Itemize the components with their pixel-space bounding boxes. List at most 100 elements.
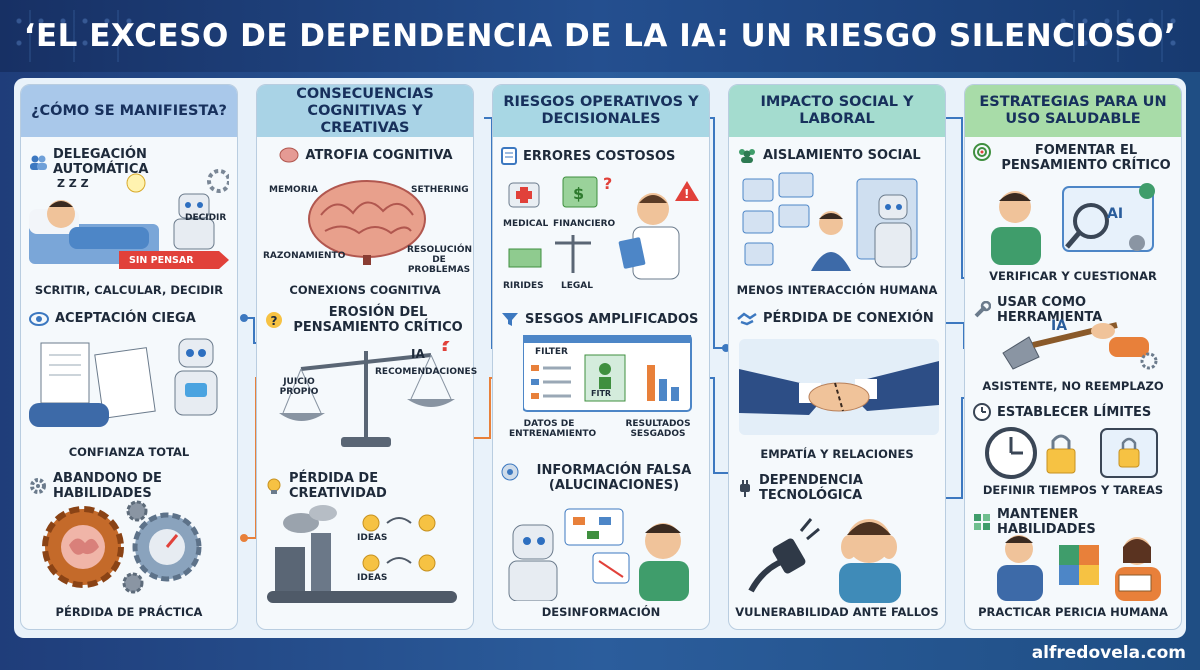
clock-icon (973, 403, 991, 421)
target-icon (973, 143, 991, 161)
ia-tool-label: IA (1051, 318, 1068, 334)
sin-pensar-banner: SIN PENSAR (129, 255, 194, 266)
ai-head-icon (501, 463, 519, 481)
costly-errors-illustration: $ ? ! (508, 174, 699, 280)
section-caption: VERIFICAR Y CUESTIONAR (989, 269, 1157, 283)
section-caption: PRACTICAR PERICIA HUMANA (978, 605, 1168, 619)
column-manifestation: ¿CÓMO SE MANIFIESTA? DELEGACIÓN AUTOMÁTI… (20, 84, 238, 630)
column-header: RIESGOS OPERATIVOS Y DECISIONALES (493, 85, 709, 137)
section-title-delegation: DELEGACIÓN AUTOMÁTICA (29, 147, 231, 177)
resolucion-label: RESOLUCIÓN DE PROBLEMAS (407, 245, 473, 275)
column-social-impact: IMPACTO SOCIAL Y LABORAL AISLAMIENTO SOC… (728, 84, 946, 630)
section-title-text: EROSIÓN DEL PENSAMIENTO CRÍTICO (293, 305, 463, 335)
brain-icon (279, 147, 299, 163)
fitr-label: FITR (591, 389, 612, 398)
biased-data-dashboard-illustration (523, 335, 692, 412)
decidir-label: DECIDIR (185, 213, 227, 223)
datos-label: DATOS DE ENTRENAMIENTO (509, 419, 597, 439)
section-title-critical-thinking-strategy: FOMENTAR EL PENSAMIENTO CRÍTICO (973, 143, 1175, 173)
section-caption: DEFINIR TIEMPOS Y TAREAS (982, 483, 1164, 497)
financiero-label: FINANCIERO (553, 219, 616, 229)
recomendaciones-label: RECOMENDACIONES (375, 367, 478, 377)
documents-robot-illustration (29, 338, 218, 427)
ideas-label: IDEAS (357, 533, 388, 543)
section-title-hallucinations: INFORMACIÓN FALSA (ALUCINACIONES) (501, 463, 703, 493)
legal-label: LEGAL (561, 281, 593, 291)
section-title-text: DELEGACIÓN AUTOMÁTICA (53, 147, 149, 177)
svg-text:?: ? (439, 341, 452, 357)
people-practicing-illustration (997, 535, 1161, 601)
section-title-skill-abandonment: ABANDONO DE HABILIDADES (29, 471, 231, 501)
section-title-text: ACEPTACIÓN CIEGA (55, 311, 196, 326)
section-title-text: USAR COMO HERRAMIENTA (997, 295, 1103, 325)
section-title-text: ABANDONO DE HABILIDADES (53, 471, 162, 501)
column-strategies: ESTRATEGIAS PARA UN USO SALUDABLE FOMENT… (964, 84, 1182, 630)
section-caption: MENOS INTERACCIÓN HUMANA (736, 283, 938, 297)
column-header: IMPACTO SOCIAL Y LABORAL (729, 85, 945, 137)
group-icon (737, 147, 757, 163)
section-caption: EMPATÍA Y RELACIONES (760, 447, 914, 461)
site-link[interactable]: alfredovela.com (1031, 643, 1186, 663)
filter-icon (501, 311, 519, 327)
column-consequences: CONSECUENCIAS COGNITIVAS Y CREATIVAS ATR… (256, 84, 478, 630)
section-title-social-isolation: AISLAMIENTO SOCIAL (737, 147, 939, 163)
plug-icon (737, 479, 753, 497)
section-title-creativity-loss: PÉRDIDA DE CREATIVIDAD (265, 471, 467, 501)
section-title-use-as-tool: USAR COMO HERRAMIENTA (973, 295, 1175, 325)
handshake-icon (737, 311, 757, 326)
brain-illustration (308, 180, 426, 265)
ia-label: IA (411, 347, 425, 361)
section-title-text: PÉRDIDA DE CONEXIÓN (763, 311, 934, 326)
rusty-gears-brain-illustration (42, 500, 202, 594)
section-caption: CONFIANZA TOTAL (68, 445, 190, 459)
people-icon (29, 154, 47, 170)
section-title-text: ERRORES COSTOSOS (523, 148, 676, 164)
section-title-text: SESGOS AMPLIFICADOS (525, 311, 699, 327)
section-caption: ASISTENTE, NO REEMPLAZO (982, 379, 1164, 393)
section-title-blind-acceptance: ACEPTACIÓN CIEGA (29, 311, 231, 326)
section-title-text: MANTENER HABILIDADES (997, 507, 1096, 537)
shovel-tool-illustration (1002, 322, 1158, 370)
column-header: ¿CÓMO SE MANIFIESTA? (21, 85, 237, 137)
memoria-label: MEMORIA (269, 185, 318, 195)
section-caption: CONEXIONS COGNITIVA (289, 283, 441, 297)
isolated-person-screens-illustration (742, 172, 918, 271)
filter-label: FILTER (535, 347, 568, 357)
clock-lock-illustration (985, 427, 1158, 479)
section-title-text: DEPENDENCIA TECNOLÓGICA (759, 473, 863, 503)
section-caption: SCRITIR, CALCULAR, DECIDIR (34, 283, 224, 297)
handshake-illustration (739, 339, 939, 435)
eye-icon (29, 311, 49, 326)
ideas-label: IDEAS (357, 573, 388, 583)
section-title-costly-errors: ERRORES COSTOSOS (501, 147, 703, 165)
section-title-text: INFORMACIÓN FALSA (ALUCINACIONES) (536, 463, 692, 493)
title-banner: ‘EL EXCESO DE DEPENDENCIA DE LA IA: UN R… (0, 0, 1200, 72)
wrench-icon (973, 301, 991, 319)
section-caption: VULNERABILIDAD ANTE FALLOS (735, 605, 939, 619)
balance-scale-illustration: ? (279, 341, 455, 447)
puzzle-icon (973, 513, 991, 531)
svg-text:?: ? (271, 314, 278, 328)
section-title-text: AISLAMIENTO SOCIAL (763, 147, 921, 163)
svg-text:$: $ (573, 184, 584, 203)
juicio-label: JUICIO PROPIO (279, 377, 319, 397)
section-title-amplified-bias: SESGOS AMPLIFICADOS (501, 311, 703, 327)
column-header: CONSECUENCIAS COGNITIVAS Y CREATIVAS (257, 85, 473, 137)
page-title: ‘EL EXCESO DE DEPENDENCIA DE LA IA: UN R… (23, 18, 1177, 54)
svg-text:!: ! (684, 187, 689, 201)
unplugged-stressed-person-illustration (748, 518, 901, 603)
bulb-head-icon (265, 477, 283, 495)
gears-icon (29, 477, 47, 495)
ai-label: AI (1107, 206, 1124, 222)
footer: alfredovela.com (0, 638, 1200, 670)
section-title-text: ESTABLECER LÍMITES (997, 404, 1152, 420)
column-header: ESTRATEGIAS PARA UN USO SALUDABLE (965, 85, 1181, 137)
section-title-critical-thinking: ? EROSIÓN DEL PENSAMIENTO CRÍTICO (265, 305, 467, 335)
checklist-icon (501, 147, 517, 165)
ririds-label: RIRIDES (503, 281, 544, 291)
head-question-icon: ? (265, 311, 283, 329)
verify-ai-illustration (991, 183, 1155, 265)
medical-label: MEDICAL (503, 219, 549, 229)
section-title-text: FOMENTAR EL PENSAMIENTO CRÍTICO (1001, 143, 1171, 173)
section-title-set-limits: ESTABLECER LÍMITES (973, 403, 1175, 421)
